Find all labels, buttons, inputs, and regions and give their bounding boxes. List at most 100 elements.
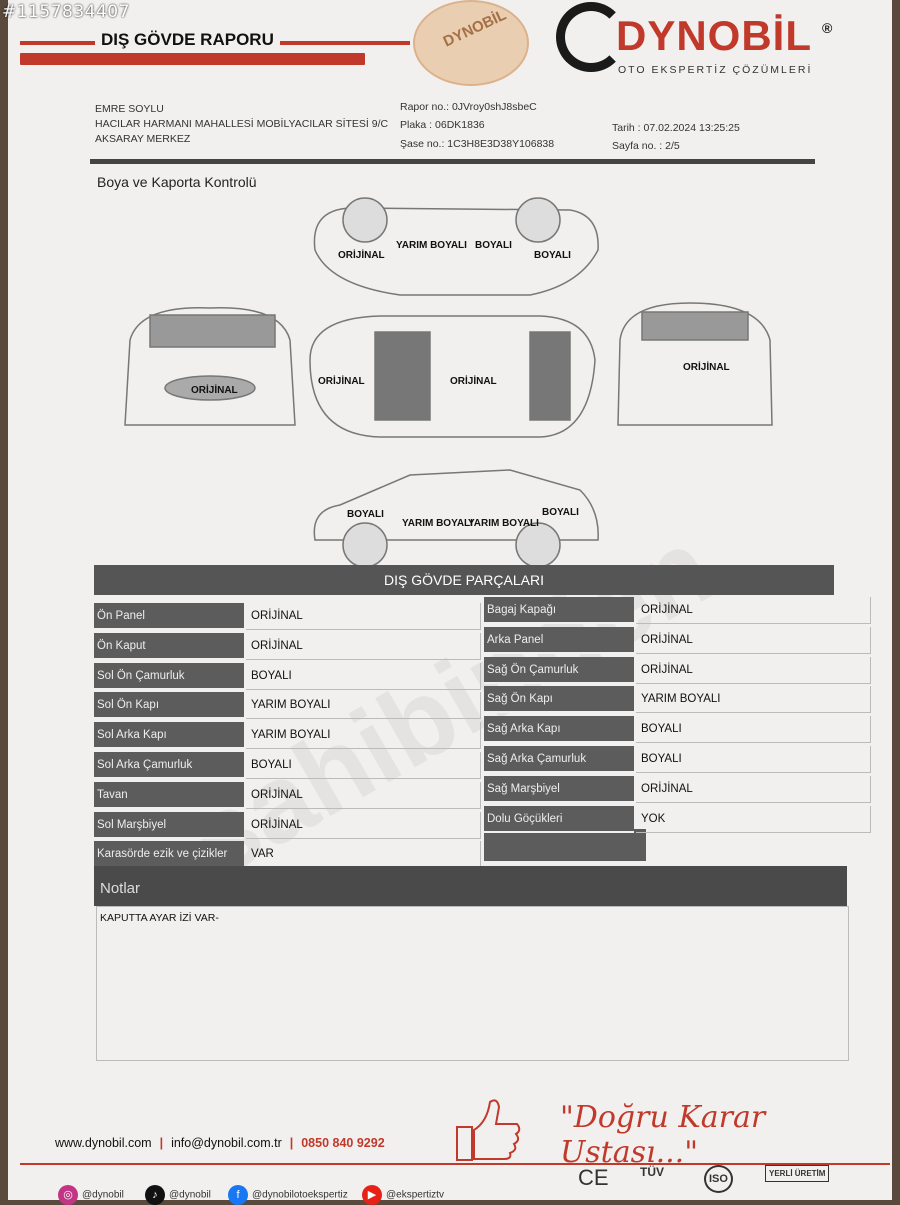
document-title: DIŞ GÖVDE RAPORU [95, 30, 280, 50]
diagram-label-roof-center: ORİJİNAL [450, 376, 497, 387]
left-part-name: Sol Arka Çamurluk [94, 752, 244, 779]
left-part-status: ORİJİNAL [246, 603, 481, 630]
instagram-handle: @dynobil [82, 1189, 124, 1201]
instagram-icon: ◎ [58, 1185, 78, 1205]
car-side-wheel-right [515, 522, 561, 568]
right-part-name: Bagaj Kapağı [484, 597, 634, 624]
logo-subtitle: OTO EKSPERTİZ ÇÖZÜMLERİ [618, 64, 813, 76]
left-part-status: ORİJİNAL [246, 781, 481, 809]
plate-number: Plaka : 06DK1836 [400, 119, 485, 132]
stamp-text: DYNOBİL [440, 6, 509, 51]
left-part-status: YARIM BOYALI [246, 722, 481, 750]
parts-table-title: DIŞ GÖVDE PARÇALARI [94, 565, 834, 595]
diagram-label-side-boyali-2: BOYALI [542, 507, 579, 518]
car-top-view-body [313, 207, 599, 296]
car-front-view-body [124, 307, 296, 426]
car-side-view-body [313, 469, 599, 541]
notes-title: Notlar [94, 866, 847, 906]
right-part-status: BOYALI [636, 716, 871, 744]
right-part-name: Sağ Arka Kapı [484, 716, 634, 744]
tuv-mark: TÜV [640, 1165, 664, 1179]
left-part-status: BOYALI [246, 662, 481, 690]
left-part-name: Ön Panel [94, 603, 244, 630]
company-stamp: DYNOBİL [413, 0, 529, 86]
email-link[interactable]: info@dynobil.com.tr [171, 1136, 282, 1150]
diagram-label-front: ORİJİNAL [191, 385, 238, 396]
phone-number[interactable]: 0850 840 9292 [301, 1136, 385, 1150]
diagram-label-roof-left: ORİJİNAL [318, 376, 365, 387]
listing-id-watermark: #1157834407 [2, 2, 130, 22]
car-top-wheel-left [342, 197, 388, 243]
right-part-status: ORİJİNAL [636, 656, 871, 684]
left-part-name: Sol Marşbiyel [94, 811, 244, 839]
left-part-status: VAR [246, 841, 481, 869]
section-title: Boya ve Kaporta Kontrolü [97, 174, 257, 190]
social-instagram[interactable]: ◎ @dynobil [58, 1185, 124, 1205]
tiktok-handle: @dynobil [169, 1189, 211, 1201]
youtube-handle: @ekspertiztv [386, 1189, 444, 1201]
right-part-status: YOK [636, 805, 871, 833]
right-part-name: Sağ Ön Kapı [484, 686, 634, 714]
left-part-status: BOYALI [246, 752, 481, 779]
facebook-icon: f [228, 1185, 248, 1205]
diagram-label-side-boyali-1: BOYALI [347, 509, 384, 520]
report-meta: Tarih : 07.02.2024 13:25:25 Sayfa no. : … [612, 119, 740, 156]
car-side-wheel-left [342, 522, 388, 568]
website-link[interactable]: www.dynobil.com [55, 1136, 152, 1150]
page-number: Sayfa no. : 2/5 [612, 140, 680, 153]
footer-divider [20, 1163, 890, 1165]
social-facebook[interactable]: f @dynobilotoekspertiz [228, 1185, 348, 1205]
car-roof-view-body [309, 315, 596, 438]
youtube-icon: ▶ [362, 1185, 382, 1205]
table-empty-cell [484, 829, 646, 861]
diagram-label-rear: ORİJİNAL [683, 362, 730, 373]
title-accent-bar [20, 53, 365, 65]
diagram-label-side-yarim-2: YARIM BOYALI [468, 518, 539, 529]
diagram-label-top-orijinal: ORİJİNAL [338, 250, 385, 261]
car-paint-diagram [124, 197, 773, 568]
car-roof-window-right [529, 331, 571, 421]
diagram-label-top-yarim: YARIM BOYALI [396, 240, 467, 251]
right-part-status: ORİJİNAL [636, 775, 871, 803]
customer-name: EMRE SOYLU [95, 103, 164, 115]
diagram-label-top-boyali-1: BOYALI [475, 240, 512, 251]
right-part-name: Sağ Ön Çamurluk [484, 656, 634, 684]
left-part-status: YARIM BOYALI [246, 692, 481, 720]
facebook-handle: @dynobilotoekspertiz [252, 1189, 348, 1201]
notes-box [96, 906, 849, 1061]
right-part-status: BOYALI [636, 746, 871, 773]
slogan: "Doğru Karar Ustası..." [560, 1100, 766, 1170]
right-part-status: ORİJİNAL [636, 597, 871, 624]
right-part-status: YARIM BOYALI [636, 686, 871, 714]
left-part-name: Ön Kaput [94, 632, 244, 660]
customer-address-2: AKSARAY MERKEZ [95, 133, 191, 146]
car-front-windshield [149, 314, 276, 348]
diagram-label-side-yarim-1: YARIM BOYALI [402, 518, 473, 529]
social-youtube[interactable]: ▶ @ekspertiztv [362, 1185, 444, 1205]
chassis-number: Şase no.: 1C3H8E3D38Y106838 [400, 137, 555, 150]
customer-info: EMRE SOYLU HACILAR HARMANI MAHALLESİ MOB… [95, 102, 388, 148]
left-part-name: Sol Arka Kapı [94, 722, 244, 750]
right-part-name: Sağ Arka Çamurluk [484, 746, 634, 773]
left-part-name: Karasörde ezik ve çizikler [94, 841, 244, 869]
right-part-name: Sağ Marşbiyel [484, 775, 634, 803]
social-tiktok[interactable]: ♪ @dynobil [145, 1185, 211, 1205]
notes-text: KAPUTTA AYAR İZİ VAR- [100, 912, 219, 924]
header-divider [90, 159, 815, 164]
car-top-wheel-right [515, 197, 561, 243]
diagram-label-top-boyali-2: BOYALI [534, 250, 571, 261]
contact-line: www.dynobil.com|info@dynobil.com.tr|0850… [55, 1136, 385, 1150]
left-part-name: Sol Ön Çamurluk [94, 662, 244, 690]
report-info: Rapor no.: 0JVroy0shJ8sbeC Plaka : 06DK1… [400, 98, 554, 153]
tiktok-icon: ♪ [145, 1185, 165, 1205]
report-page [8, 0, 892, 1200]
ce-mark: CE [578, 1165, 609, 1190]
car-rear-window [641, 311, 749, 341]
iso-mark: ISO [704, 1165, 733, 1193]
report-date: Tarih : 07.02.2024 13:25:25 [612, 122, 740, 134]
left-part-name: Tavan [94, 781, 244, 809]
car-rear-view-body [617, 302, 773, 426]
customer-address-1: HACILAR HARMANI MAHALLESİ MOBİLYACILAR S… [95, 118, 389, 131]
thumbs-up-icon [456, 1099, 521, 1161]
left-part-name: Sol Ön Kapı [94, 692, 244, 720]
